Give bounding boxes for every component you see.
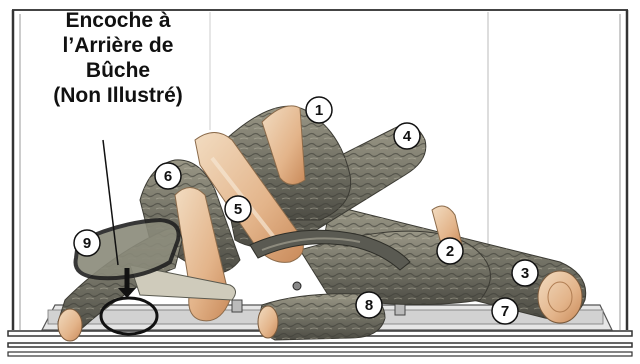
callout-line-1: Encoche à xyxy=(18,8,218,33)
badge-8-label: 8 xyxy=(365,297,373,314)
badge-5-label: 5 xyxy=(234,201,242,218)
badge-2-label: 2 xyxy=(446,243,454,260)
badge-2: 2 xyxy=(437,238,463,264)
badge-4-label: 4 xyxy=(403,128,412,145)
callout-line-4: (Non Illustré) xyxy=(18,83,218,108)
badge-3: 3 xyxy=(512,260,538,286)
badge-6: 6 xyxy=(155,163,181,189)
badge-9: 9 xyxy=(74,230,100,256)
callout-line-3: Bûche xyxy=(18,58,218,83)
badge-1: 1 xyxy=(306,97,332,123)
callout-line-2: l’Arrière de xyxy=(18,33,218,58)
badge-8: 8 xyxy=(356,292,382,318)
badge-1-label: 1 xyxy=(315,102,323,119)
badge-3-label: 3 xyxy=(521,265,529,282)
badge-9-label: 9 xyxy=(83,235,91,252)
badge-4: 4 xyxy=(394,123,420,149)
rear-notch-callout: Encoche à l’Arrière de Bûche (Non Illust… xyxy=(18,8,218,108)
badge-7: 7 xyxy=(492,298,518,324)
badge-5: 5 xyxy=(225,196,251,222)
badge-6-label: 6 xyxy=(164,168,172,185)
badge-7-label: 7 xyxy=(501,303,509,320)
